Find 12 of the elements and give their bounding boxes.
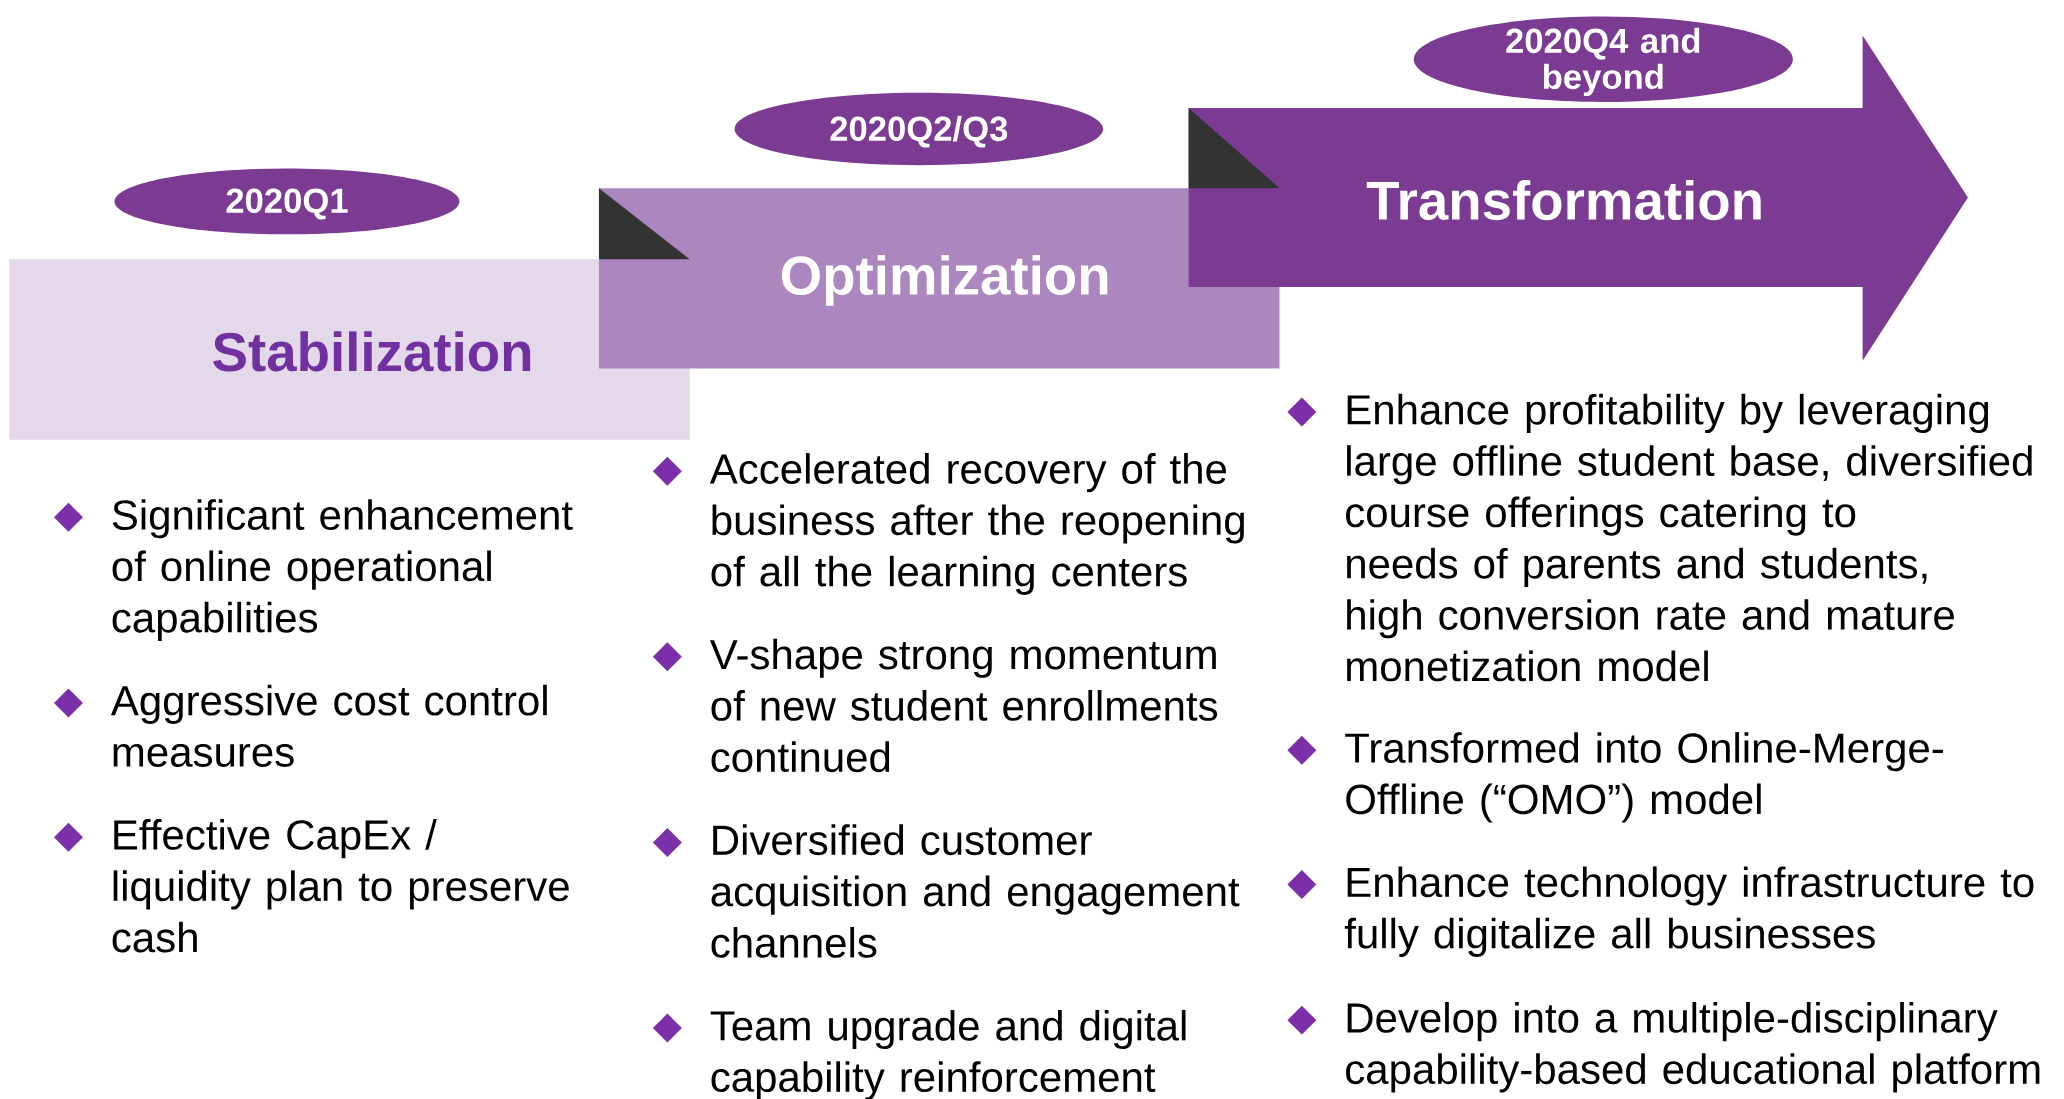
bullet-item: Accelerated recovery of the business after the reopening of all the learning centers	[652, 453, 1244, 595]
bullet-item: Significant enhancement of online operational capabilities	[54, 499, 573, 641]
bullet-item: Develop into a multiple-disciplinary capability-based educational platform	[1287, 1001, 2040, 1093]
bullet-item: Transformed into Online-Merge-Offline (“OMO”) model	[1287, 732, 1943, 823]
phase-band: Optimization	[598, 188, 1280, 369]
bullet-item: Enhance technology infrastructure to fully digitalize all businesses	[1287, 866, 2034, 957]
bullet-item: Effective CapEx / liquidity plan to preserve cash	[54, 818, 569, 953]
phase-band: Stabilization	[9, 259, 690, 440]
bullet-item: Diversified customer acquisition and engagement channels	[652, 824, 1240, 958]
bullet-item: Aggressive cost control measures	[54, 684, 547, 767]
bullet-item: V-shape strong momentum of new student enrollments continued	[652, 638, 1218, 773]
bullet-item: Enhance profitability by leveraging large offline student base, diversified course offerings catering to needs of parents and students, high conversion rate and mature monetization model	[1287, 393, 2032, 682]
